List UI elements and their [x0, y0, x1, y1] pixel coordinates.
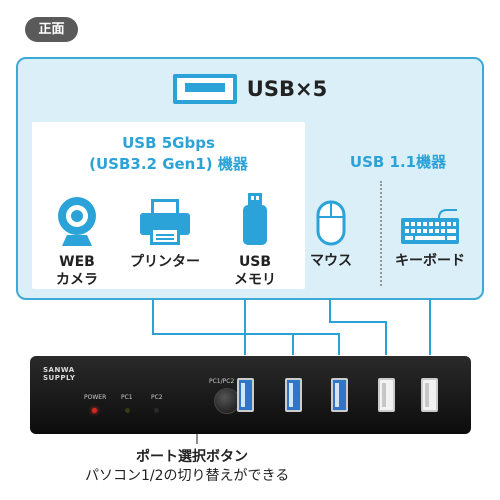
usb-panel: USB×5 USB 5Gbps (USB3.2 Gen1) 機器 WEB カメラ: [16, 57, 484, 300]
usb-memory-label-line2: メモリ: [234, 272, 276, 288]
printer-icon: [125, 192, 205, 247]
usb-5gbps-title-line1: USB 5Gbps: [122, 134, 215, 152]
device-webcam: WEB カメラ: [37, 192, 117, 289]
pc2-led: [154, 408, 159, 413]
port-select-button[interactable]: [214, 388, 240, 414]
pc1-led: [125, 408, 130, 413]
webcam-label-line2: カメラ: [56, 272, 98, 288]
device-usb-memory: USB メモリ: [215, 192, 295, 289]
usb-5gbps-title-line2: (USB3.2 Gen1) 機器: [89, 155, 248, 173]
device-mouse: マウス: [291, 191, 371, 270]
device-keyboard: キーボード: [390, 191, 470, 270]
mouse-label: マウス: [310, 253, 352, 269]
caption-main: ポート選択ボタン: [136, 449, 248, 465]
switch-label: PC1/PC2: [209, 378, 235, 385]
brand-logo: SANWA SUPPLY: [43, 366, 75, 382]
usb-port-1[interactable]: [237, 378, 254, 412]
webcam-label-line1: WEB: [59, 254, 95, 270]
power-led: [92, 408, 97, 413]
keyboard-icon: [390, 191, 470, 246]
keyboard-label: キーボード: [395, 253, 465, 269]
pc1-label: PC1: [121, 394, 133, 401]
front-badge: 正面: [25, 17, 78, 42]
mouse-icon: [291, 191, 371, 246]
usb-header: USB×5: [18, 69, 482, 109]
printer-label: プリンター: [130, 254, 200, 270]
caption-sub: パソコン1/2の切り替えができる: [85, 468, 290, 484]
power-label: POWER: [84, 394, 107, 401]
brand-logo-line2: SUPPLY: [43, 374, 76, 382]
usb-title: USB×5: [246, 77, 328, 101]
webcam-icon: [37, 192, 117, 247]
usb-memory-label-line1: USB: [238, 254, 272, 270]
usb-port-3[interactable]: [331, 378, 348, 412]
usb-port-icon: [172, 74, 237, 104]
usb-port-5[interactable]: [421, 378, 438, 412]
usb-memory-icon: [215, 192, 295, 247]
usb-5gbps-title: USB 5Gbps (USB3.2 Gen1) 機器: [32, 133, 305, 175]
usb-port-4[interactable]: [378, 378, 395, 412]
brand-logo-line1: SANWA: [43, 366, 75, 374]
usb-port-2[interactable]: [285, 378, 302, 412]
device-printer: プリンター: [125, 192, 205, 271]
pc2-label: PC2: [151, 394, 163, 401]
usb-11-title: USB 1.1機器: [349, 153, 447, 171]
usb-5gbps-group: USB 5Gbps (USB3.2 Gen1) 機器 WEB カメラ: [32, 122, 305, 289]
divider: [380, 181, 382, 286]
usb-switch-device: SANWA SUPPLY POWER PC1 PC2 PC1/PC2: [30, 356, 471, 434]
